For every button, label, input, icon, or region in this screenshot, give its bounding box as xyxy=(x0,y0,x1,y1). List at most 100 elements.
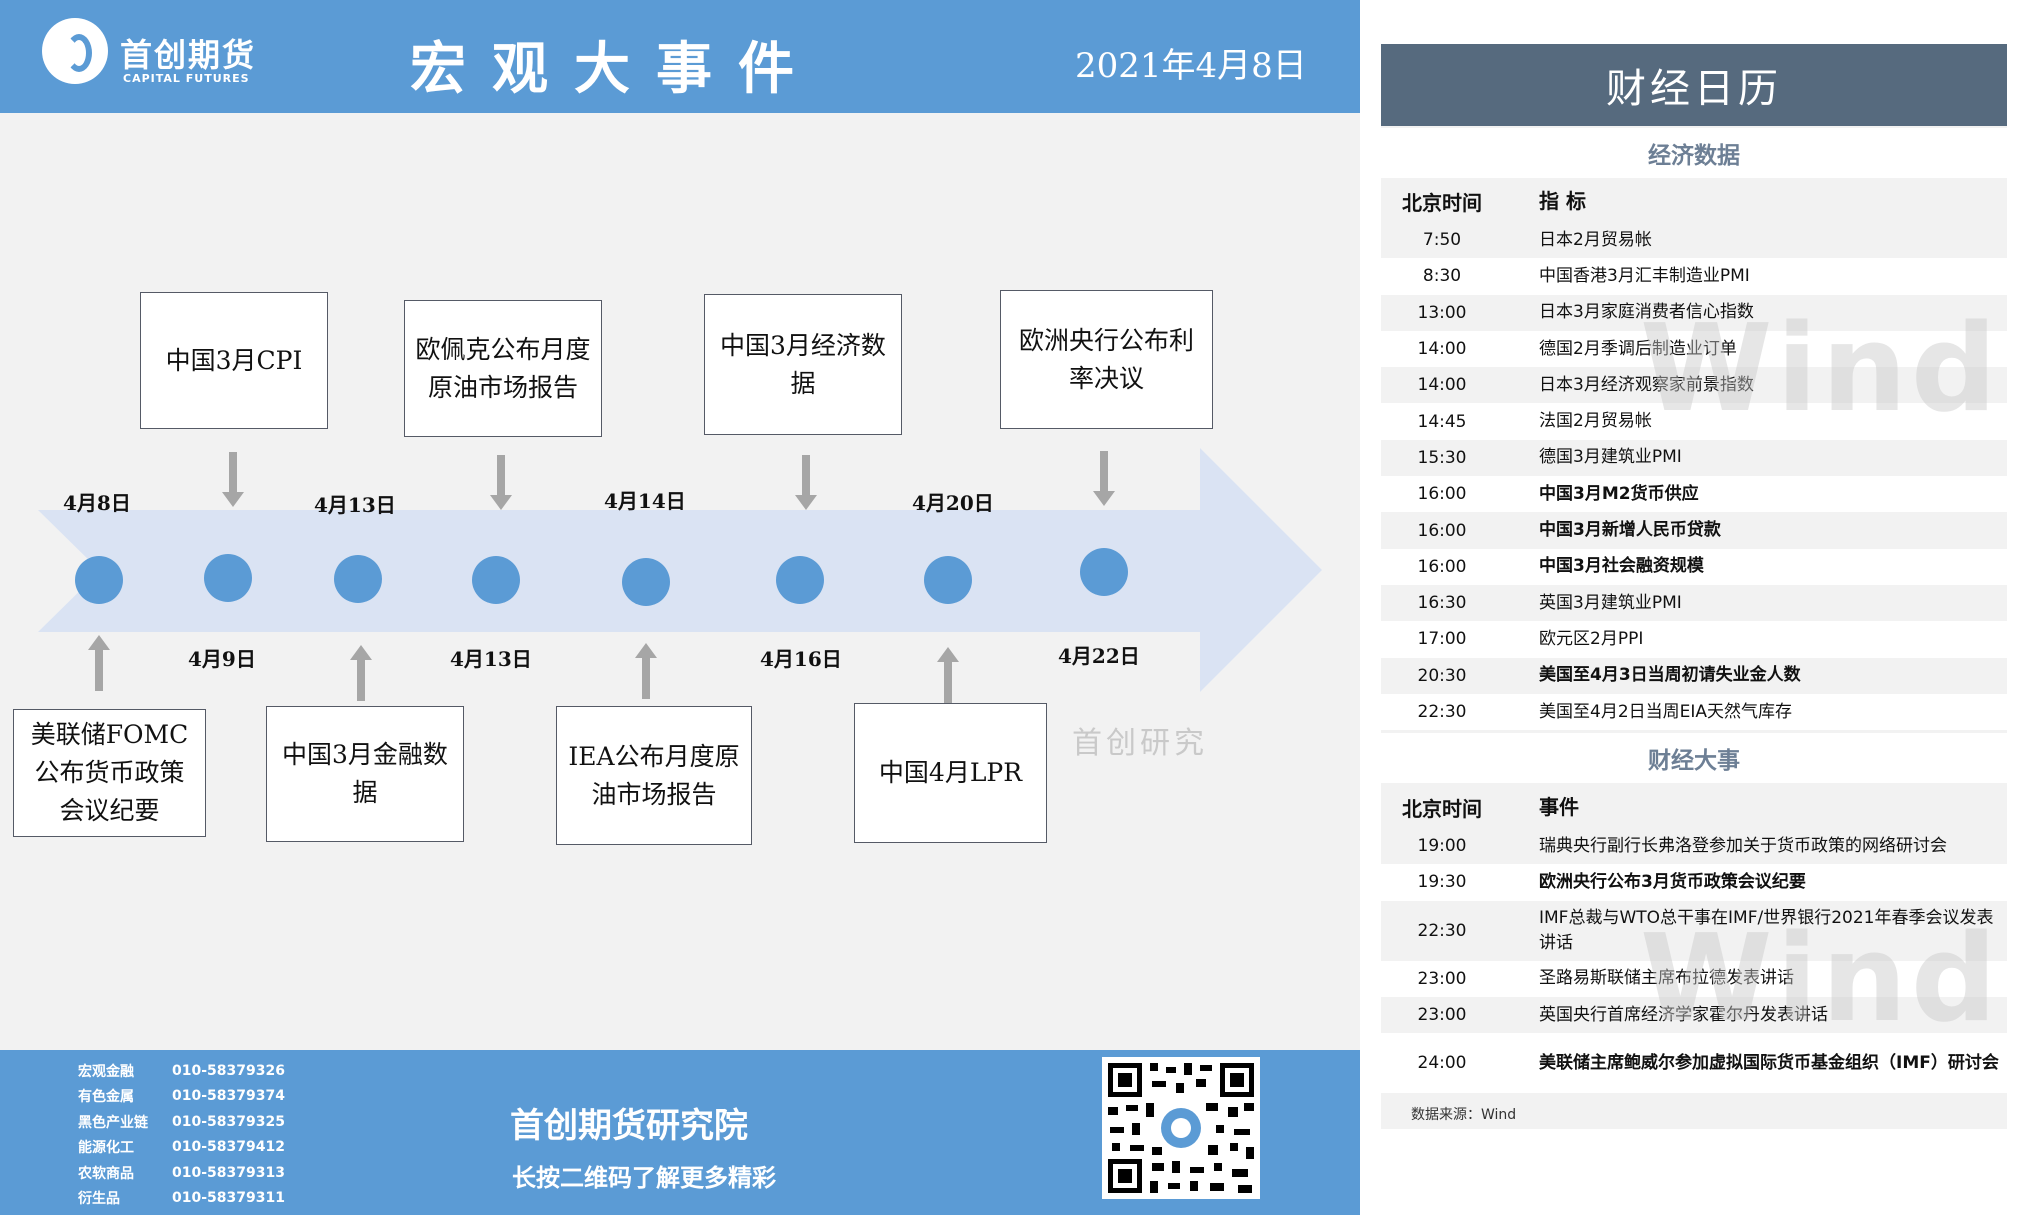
logo-text: 首创期货 xyxy=(120,36,257,74)
row-item: 日本3月家庭消费者信心指数 xyxy=(1539,302,1754,323)
row-item: 圣路易斯联储主席布拉德发表讲话 xyxy=(1539,968,1794,989)
row-time: 16:30 xyxy=(1417,593,1467,614)
table-header-row: 北京时间 指 标 xyxy=(1381,180,2007,222)
row-time: 17:00 xyxy=(1417,629,1467,650)
up-arrow-icon xyxy=(635,643,657,699)
row-item: 美国至4月2日当周EIA天然气库存 xyxy=(1539,701,1793,722)
contact-row: 衍生品 010-58379311 xyxy=(78,1186,285,1212)
row-time: 22:30 xyxy=(1417,920,1467,941)
header-time: 北京时间 xyxy=(1402,796,1482,821)
contact-phone: 010-58379412 xyxy=(172,1139,285,1156)
date-label: 4月9日 xyxy=(188,647,256,671)
row-item: 日本3月经济观察家前景指数 xyxy=(1539,374,1754,395)
table-row: 14:00 日本3月经济观察家前景指数 xyxy=(1381,367,2007,403)
up-pointers xyxy=(88,635,959,703)
contact-name: 黑色产业链 xyxy=(78,1114,148,1131)
table-row: 8:30 中国香港3月汇丰制造业PMI xyxy=(1381,258,2007,295)
event-box-bottom: 美联储FOMC公布货币政策会议纪要 xyxy=(13,709,206,837)
contact-name: 衍生品 xyxy=(78,1191,120,1208)
date-label: 4月22日 xyxy=(1058,644,1140,668)
row-time: 19:30 xyxy=(1417,872,1467,893)
event-box-bottom: 中国4月LPR xyxy=(854,703,1047,843)
row-time: 14:45 xyxy=(1417,411,1467,432)
event-box-top: 欧佩克公布月度原油市场报告 xyxy=(404,300,602,437)
footer-slogan: 长按二维码了解更多精彩 xyxy=(512,1164,776,1192)
row-item: 欧洲央行公布3月货币政策会议纪要 xyxy=(1539,871,1806,892)
row-time: 23:00 xyxy=(1417,968,1467,989)
qr-code-icon[interactable] xyxy=(1102,1057,1260,1199)
logo-english-text: CAPITAL FUTURES xyxy=(123,72,250,85)
timeline-dot xyxy=(472,556,520,604)
row-item: IMF总裁与WTO总干事在IMF/世界银行2021年春季会议发表讲话 xyxy=(1539,907,1994,953)
event-box-top: 中国3月经济数据 xyxy=(704,294,902,435)
row-item: 日本2月贸易帐 xyxy=(1539,229,1652,250)
capital-futures-logo-icon xyxy=(42,18,108,84)
down-arrow-icon xyxy=(222,452,244,507)
contact-row: 能源化工 010-58379412 xyxy=(78,1135,285,1161)
row-time: 24:00 xyxy=(1417,1053,1467,1074)
row-item: 德国2月季调后制造业订单 xyxy=(1539,338,1737,359)
timeline-dot xyxy=(334,555,382,603)
row-item: 美联储主席鲍威尔参加虚拟国际货币基金组织（IMF）研讨会 xyxy=(1539,1052,1999,1073)
row-time: 14:00 xyxy=(1417,375,1467,396)
row-item: 中国3月M2货币供应 xyxy=(1539,483,1699,504)
contact-name: 能源化工 xyxy=(78,1140,134,1157)
row-time: 16:00 xyxy=(1417,520,1467,541)
row-time: 14:00 xyxy=(1417,339,1467,360)
row-item: 中国3月新增人民币贷款 xyxy=(1539,520,1721,541)
down-arrow-icon xyxy=(795,455,817,510)
contact-row: 黑色产业链 010-58379325 xyxy=(78,1109,285,1135)
contact-name: 宏观金融 xyxy=(78,1063,134,1080)
timeline-dot xyxy=(924,556,972,604)
econ-data-section-title: 经济数据 xyxy=(1381,128,2007,178)
header-item: 指 标 xyxy=(1539,188,1586,213)
event-box-top: 欧洲央行公布利率决议 xyxy=(1000,290,1213,429)
table-row: 14:45 法国2月贸易帐 xyxy=(1381,403,2007,440)
row-time: 16:00 xyxy=(1417,556,1467,577)
table-row: 24:00 美联储主席鲍威尔参加虚拟国际货币基金组织（IMF）研讨会 xyxy=(1381,1033,2007,1094)
contact-name: 有色金属 xyxy=(78,1089,134,1106)
event-box-top: 中国3月CPI xyxy=(140,292,328,429)
timeline-dot xyxy=(622,558,670,606)
timeline-arrow xyxy=(38,448,1322,692)
row-item: 法国2月贸易帐 xyxy=(1539,411,1652,432)
table-row: 23:00 圣路易斯联储主席布拉德发表讲话 xyxy=(1381,960,2007,997)
event-box-bottom: IEA公布月度原油市场报告 xyxy=(556,706,752,845)
row-item: 中国香港3月汇丰制造业PMI xyxy=(1539,265,1750,286)
table-row: 19:00 瑞典央行副行长弗洛登参加关于货币政策的网络研讨会 xyxy=(1381,828,2007,864)
header-bar: 首创期货 CAPITAL FUTURES 宏观大事件 2021年4月8日 xyxy=(0,0,1360,113)
contact-phone: 010-58379313 xyxy=(172,1164,285,1181)
timeline-dot xyxy=(75,556,123,604)
down-arrow-icon xyxy=(1093,451,1115,506)
events-section-title: 财经大事 xyxy=(1381,733,2007,783)
row-time: 8:30 xyxy=(1422,266,1462,287)
row-item: 美国至4月3日当周初请失业金人数 xyxy=(1539,665,1801,686)
row-item: 英国央行首席经济学家霍尔丹发表讲话 xyxy=(1539,1004,1828,1025)
contact-phone: 010-58379325 xyxy=(172,1113,285,1130)
row-time: 16:00 xyxy=(1417,484,1467,505)
date-label: 4月13日 xyxy=(314,493,396,517)
timeline-graphic xyxy=(38,448,1322,703)
calendar-title: 财经日历 xyxy=(1381,44,2007,126)
contact-phone: 010-58379311 xyxy=(172,1190,285,1207)
table-row: 22:30 IMF总裁与WTO总干事在IMF/世界银行2021年春季会议发表讲话 xyxy=(1381,901,2007,961)
header-time: 北京时间 xyxy=(1402,190,1482,215)
row-item: 德国3月建筑业PMI xyxy=(1539,447,1682,468)
row-time: 19:00 xyxy=(1417,836,1467,857)
institute-name: 首创期货研究院 xyxy=(510,1106,748,1146)
row-item: 瑞典央行副行长弗洛登参加关于货币政策的网络研讨会 xyxy=(1539,835,1947,856)
row-time: 22:30 xyxy=(1417,702,1467,722)
